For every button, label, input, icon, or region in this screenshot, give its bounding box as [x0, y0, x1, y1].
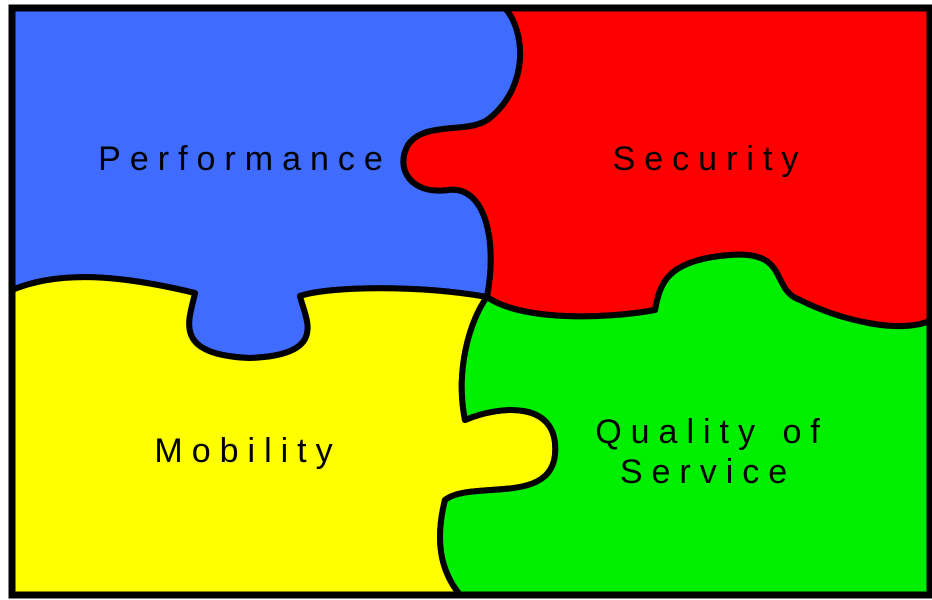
- label-performance: Performance: [98, 140, 392, 178]
- label-quality-line1: Quality of: [595, 413, 829, 451]
- puzzle-frame: [8, 4, 932, 599]
- label-quality-line2: Service: [620, 453, 796, 491]
- label-mobility: Mobility: [154, 432, 341, 470]
- label-security: Security: [613, 140, 808, 178]
- piece-quality: [437, 251, 932, 598]
